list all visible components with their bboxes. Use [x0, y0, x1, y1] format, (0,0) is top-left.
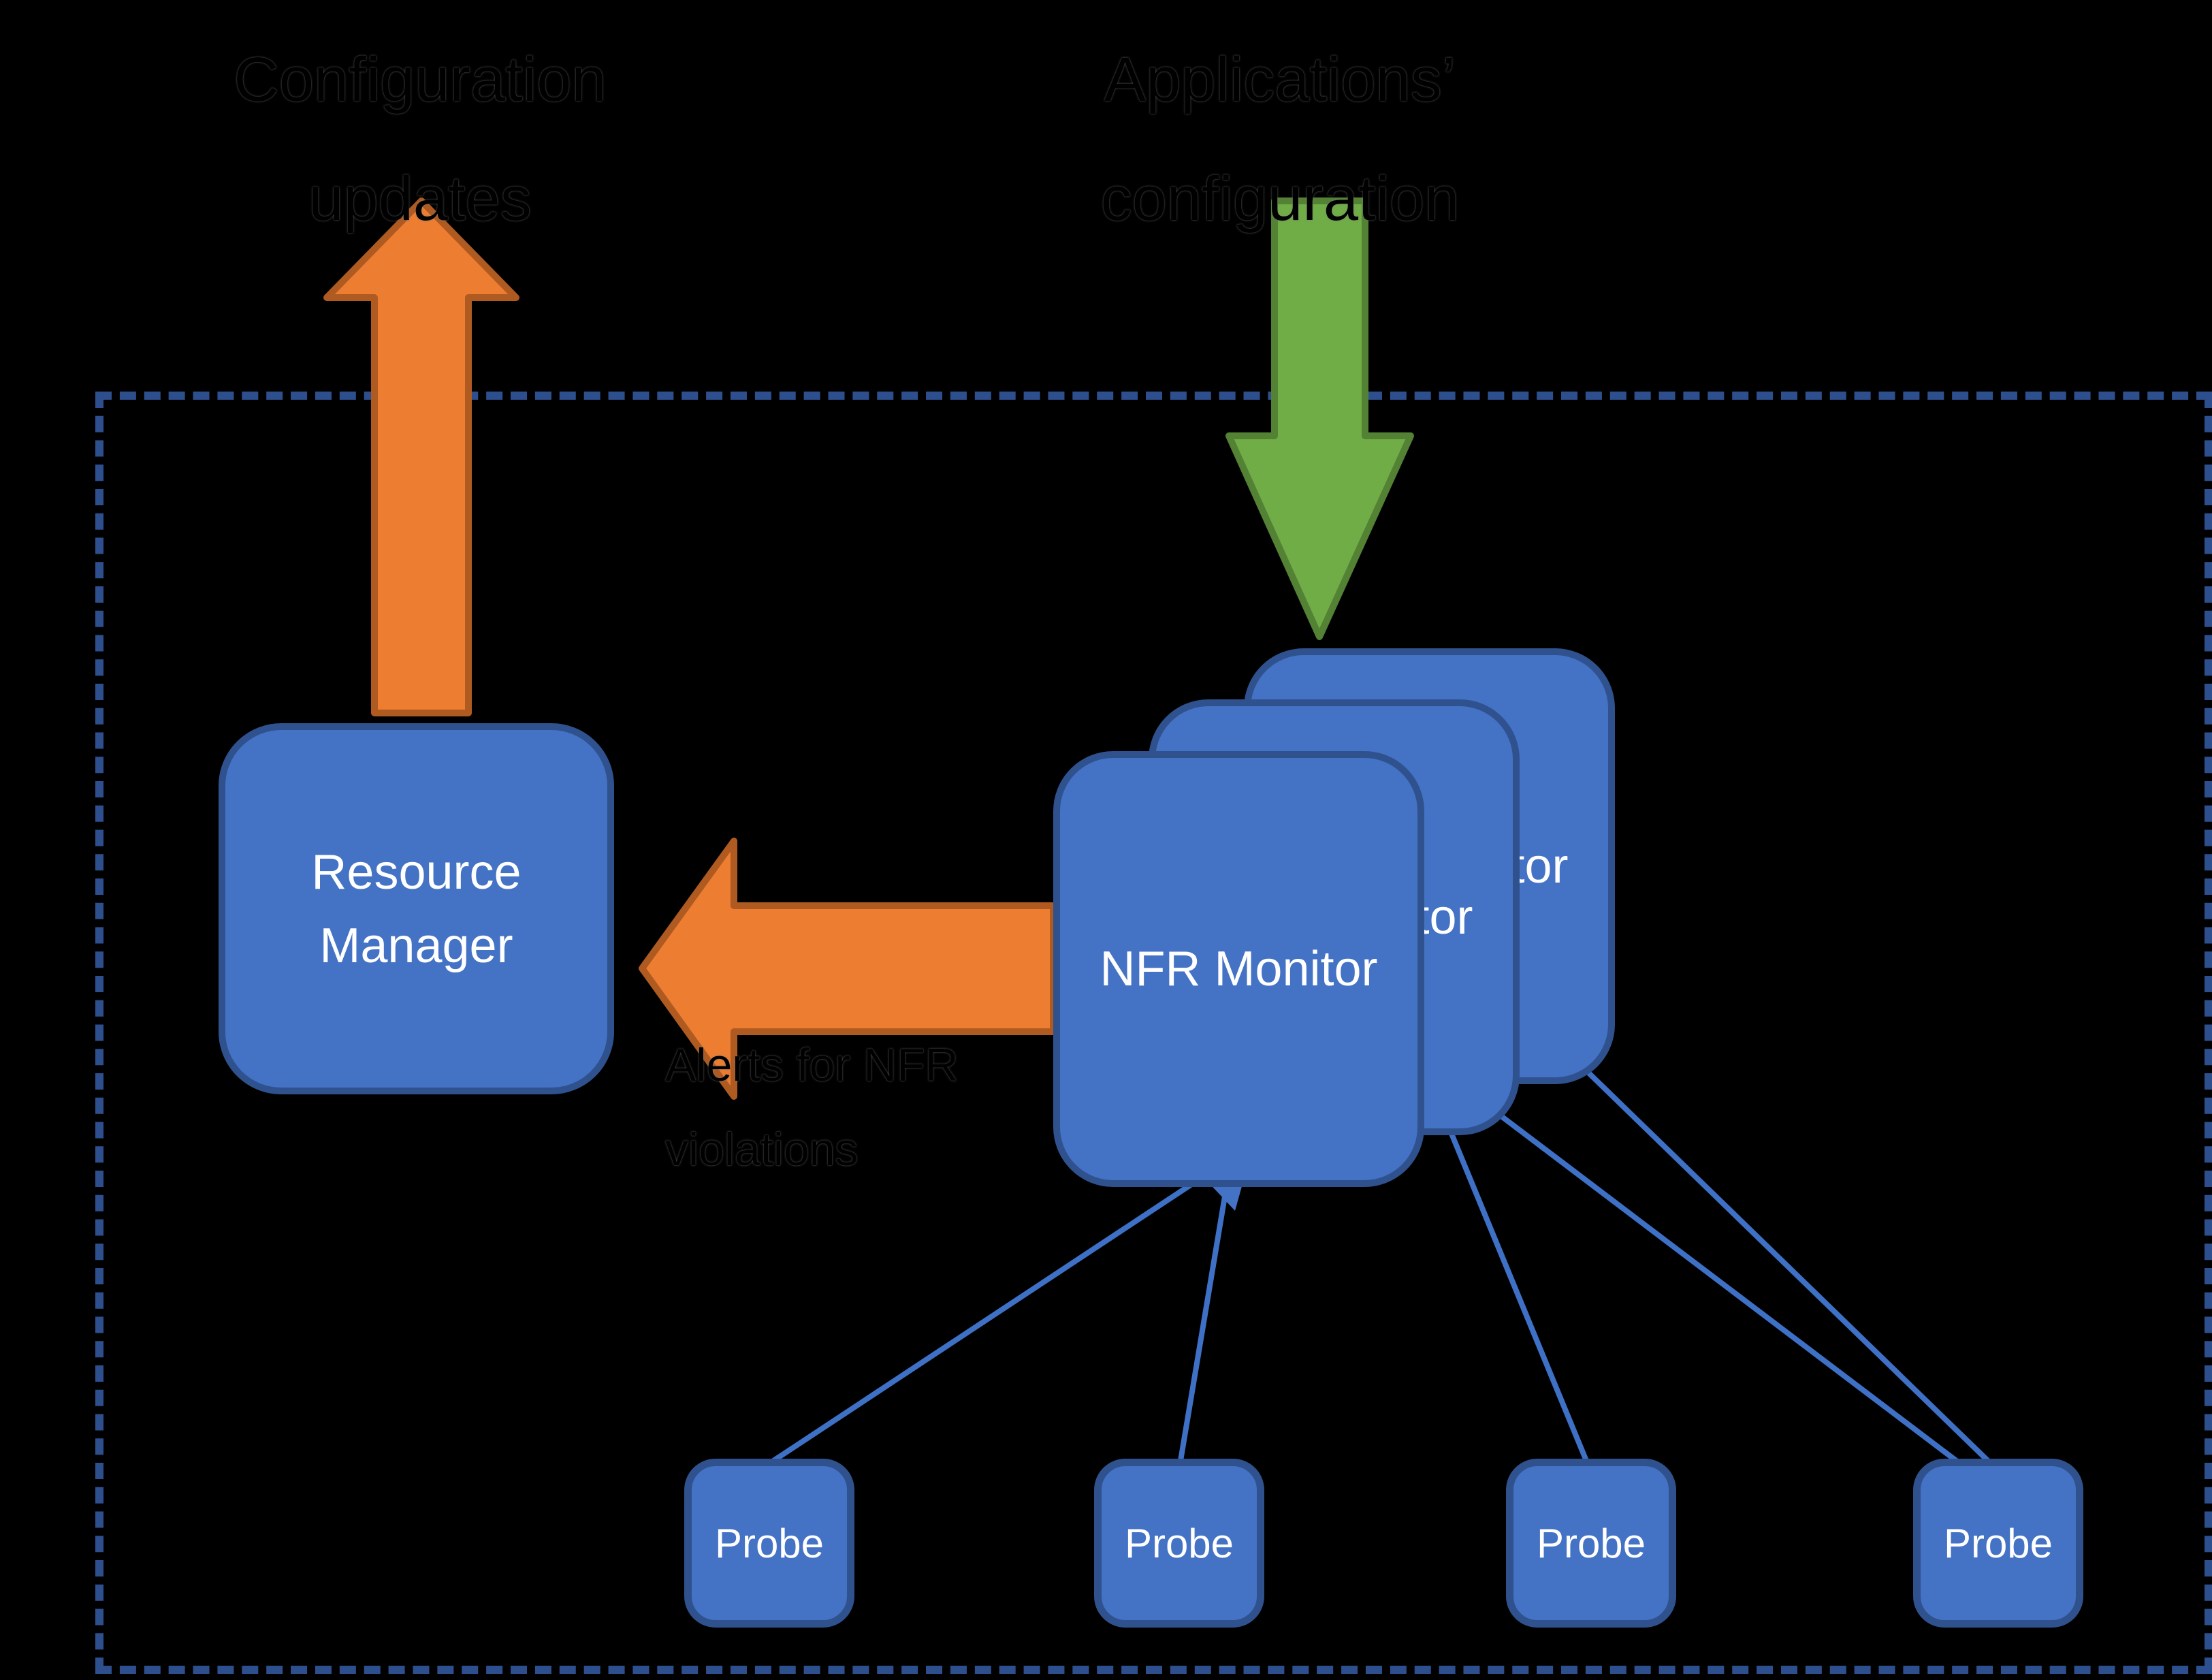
probe-box-3[interactable]: Probe	[1506, 1459, 1676, 1628]
probe-label: Probe	[714, 1520, 824, 1566]
probe-label: Probe	[1943, 1520, 2053, 1566]
probe4-connector-line-b	[1518, 1004, 1993, 1466]
configuration-updates-label-line1: Configuration	[234, 45, 607, 114]
applications-configuration-label: Applications’ configuration	[1021, 20, 1539, 259]
probe-box-2[interactable]: Probe	[1094, 1459, 1264, 1628]
probe-label: Probe	[1536, 1520, 1646, 1566]
probe-box-4[interactable]: Probe	[1913, 1459, 2083, 1628]
configuration-updates-up-arrow	[323, 197, 519, 716]
configuration-updates-label-line2: updates	[308, 164, 532, 234]
resource-manager-label: Resource Manager	[311, 844, 522, 973]
resource-manager-box[interactable]: Resource Manager	[219, 723, 614, 1094]
applications-configuration-label-line2: configuration	[1100, 164, 1460, 234]
probe-label: Probe	[1124, 1520, 1234, 1566]
probe1-connector-line	[771, 1170, 1211, 1463]
probe4-connector-line-a	[1426, 1058, 1963, 1467]
alerts-for-nfr-violations-label: Alerts for NFR violations	[665, 1023, 1087, 1192]
alerts-label-line2: violations	[665, 1124, 859, 1175]
applications-configuration-down-arrow	[1225, 197, 1414, 640]
nfr-monitor-label: NFR Monitor	[1100, 942, 1378, 996]
applications-configuration-label-line1: Applications’	[1104, 45, 1456, 114]
probe3-connector-line	[1424, 1071, 1589, 1462]
nfr-monitor-box-front[interactable]: NFR Monitor	[1053, 751, 1424, 1187]
alerts-label-line1: Alerts for NFR	[665, 1039, 959, 1091]
probe2-connector-line	[1178, 1188, 1229, 1461]
configuration-updates-label: Configuration updates	[161, 20, 679, 259]
probe-box-1[interactable]: Probe	[684, 1459, 854, 1628]
system-boundary-dashed-box	[95, 392, 2212, 1674]
